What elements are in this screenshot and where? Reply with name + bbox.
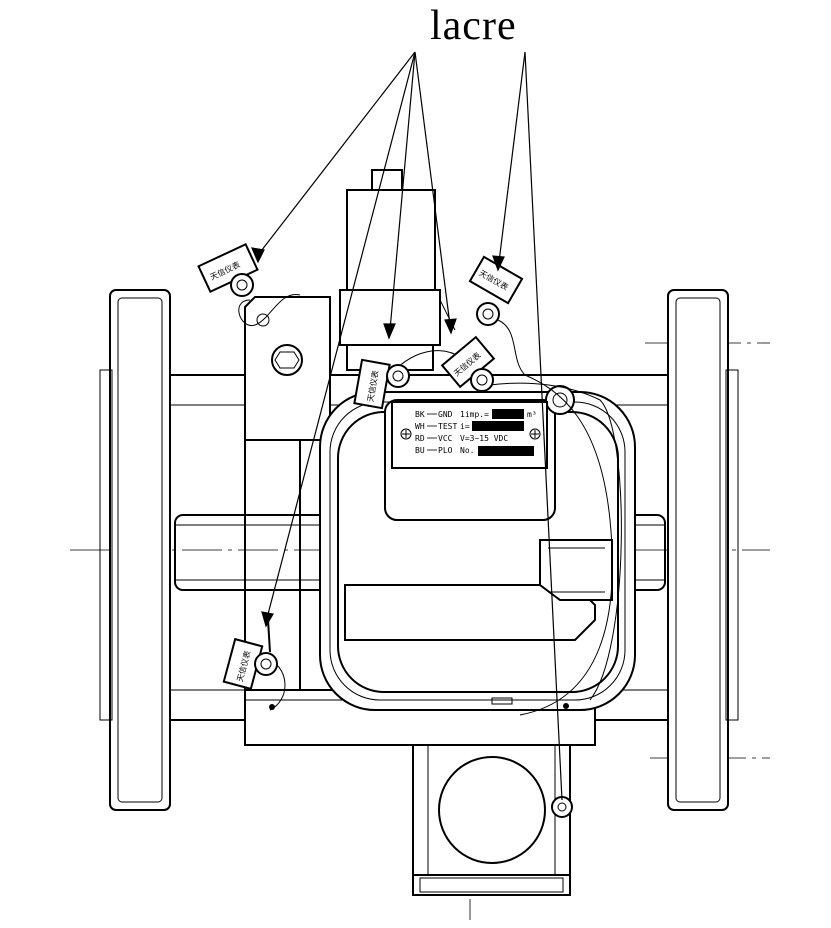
nameplate: BK GND WH TEST RD VCC BU PLO 1imp.= m³ i…	[391, 401, 548, 469]
wire-code-4: BU	[415, 446, 425, 455]
wire-code-3: RD	[415, 434, 425, 443]
serial-label: No.	[460, 446, 474, 455]
wire-code-1: BK	[415, 410, 425, 419]
voltage-label: V=3~15 VDC	[460, 434, 508, 443]
wire-signal-2: TEST	[438, 422, 457, 431]
seal-tag-3: 天信仪表	[353, 358, 410, 410]
left-bracket	[244, 296, 331, 690]
i-label: i=	[460, 422, 470, 431]
serial-value-redacted	[478, 446, 534, 456]
seal-tag-1: 天信仪表	[197, 242, 259, 297]
leader-lines	[251, 51, 563, 801]
imp-label: 1imp.=	[460, 410, 489, 419]
wire-signal-4: PLO	[438, 446, 453, 455]
left-flange	[99, 289, 171, 811]
imp-unit: m³	[527, 410, 537, 419]
wire-code-2: WH	[415, 422, 425, 431]
wire-signal-1: GND	[438, 410, 453, 419]
wire-signal-3: VCC	[438, 434, 453, 443]
bottom-valve	[412, 744, 573, 896]
seal-tag-2: 天信仪表	[468, 255, 524, 326]
seal-tag-5: 天信仪表	[222, 619, 278, 710]
right-flange	[667, 289, 739, 811]
i-value-redacted	[472, 421, 524, 431]
solenoid-valve	[339, 169, 456, 371]
imp-value-redacted	[492, 409, 524, 419]
lacre-label: lacre	[430, 3, 517, 49]
seal-tag-4: 天信仪表	[440, 335, 496, 392]
